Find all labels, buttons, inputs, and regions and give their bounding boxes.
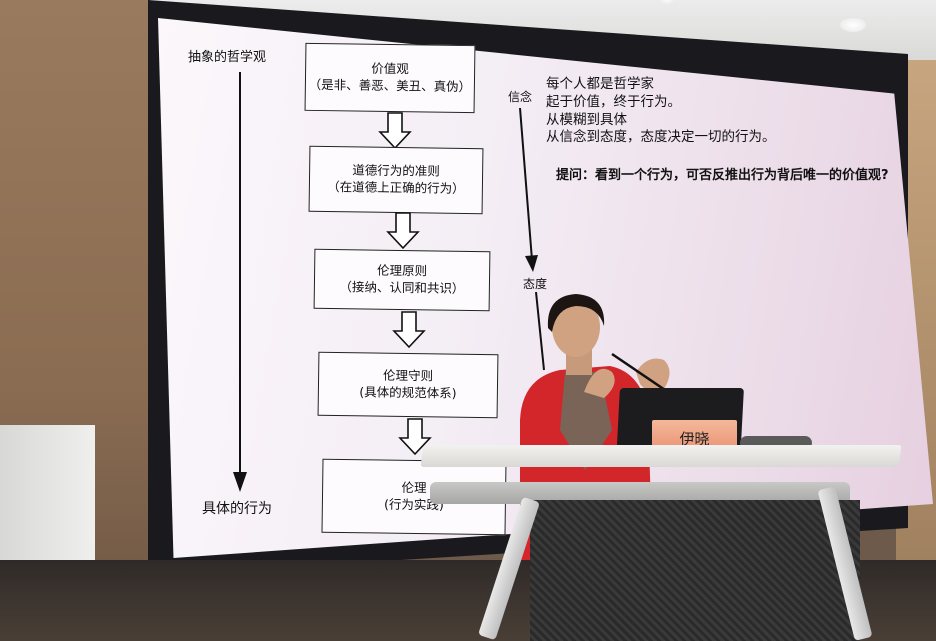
ceiling-light xyxy=(840,18,866,32)
axis-bottom-label: 具体的行为 xyxy=(202,501,272,517)
left-axis-arrow xyxy=(233,72,247,492)
microphone xyxy=(611,352,669,394)
attitude-label: 态度 xyxy=(523,277,548,291)
down-arrow-icon xyxy=(378,112,412,150)
attitude-arrow xyxy=(535,292,545,371)
podium-rail xyxy=(430,482,850,504)
statement-line: 起于价值，终于行为。 xyxy=(546,93,681,110)
axis-top-label: 抽象的哲学观 xyxy=(188,50,267,65)
right-hand xyxy=(636,358,670,393)
down-arrow-icon xyxy=(386,212,420,250)
face xyxy=(552,297,600,357)
slide-question: 提问：看到一个行为，可否反推出行为背后唯一的价值观? xyxy=(556,168,889,183)
statement-line: 从模糊到具体 xyxy=(546,111,627,128)
down-arrow-icon xyxy=(392,311,426,349)
podium-top xyxy=(420,445,902,467)
statement-line: 每个人都是哲学家 xyxy=(546,76,654,92)
statement-line: 从信念到态度，态度决定一切的行为。 xyxy=(546,129,776,146)
left-hand xyxy=(584,368,615,398)
belief-attitude-arrow xyxy=(519,108,538,272)
hair xyxy=(547,294,605,332)
slide-statements: 每个人都是哲学家 起于价值，终于行为。 从模糊到具体 从信念到态度，态度决定一切… xyxy=(546,76,776,147)
belief-label: 信念 xyxy=(508,90,533,104)
podium-modesty-panel xyxy=(530,500,860,641)
ceiling-light xyxy=(660,0,674,4)
